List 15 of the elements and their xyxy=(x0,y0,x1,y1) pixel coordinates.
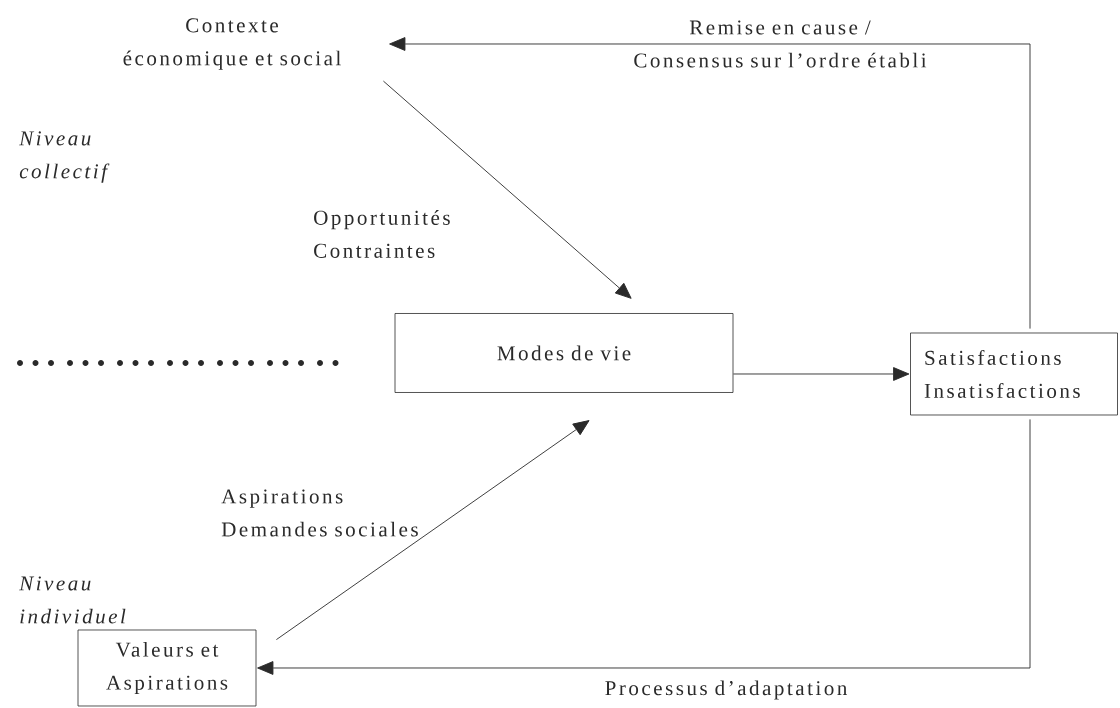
process-box: Modes de vie xyxy=(394,313,734,393)
arrow xyxy=(257,418,1031,675)
process-box: Valeurs et Aspirations xyxy=(77,629,257,707)
edge-label: Opportunités Contraintes xyxy=(314,210,450,258)
level-label: Niveau collectif xyxy=(19,131,110,183)
arrow xyxy=(382,80,632,299)
edge-label: Aspirations Demandes sociales xyxy=(221,489,418,537)
arrow xyxy=(732,367,910,381)
arrow xyxy=(275,420,590,641)
process-box: Satisfactions Insatisfactions xyxy=(910,332,1118,416)
edge-label: Remise en cause / Consensus sur l’ordre établi xyxy=(634,20,927,68)
edge-label: Processus d’adaptation xyxy=(605,680,847,700)
level-label: Niveau individuel xyxy=(19,576,126,624)
arrow xyxy=(389,37,1031,330)
text-label: Contexte économique et social xyxy=(123,18,341,70)
